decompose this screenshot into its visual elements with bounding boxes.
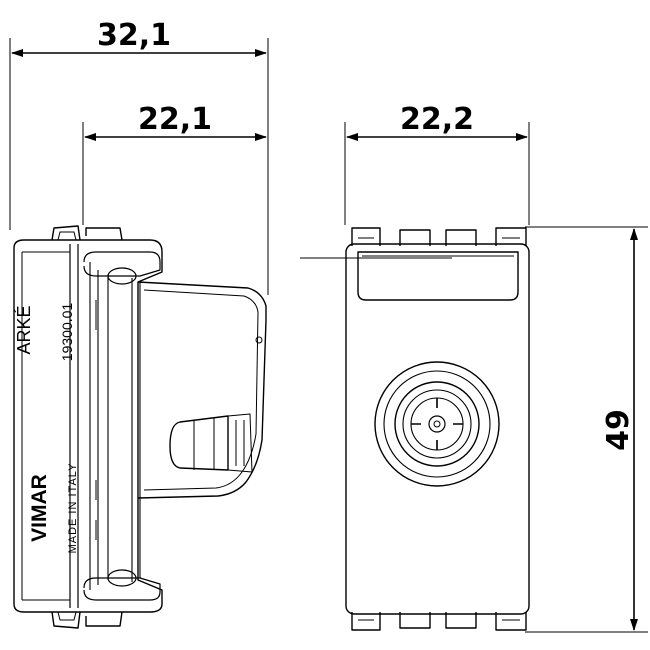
side-body-inner xyxy=(69,244,79,608)
coax-slots xyxy=(411,398,463,450)
side-front-face xyxy=(21,251,70,601)
brand-logo: VIMAR xyxy=(28,474,51,542)
dimension-overall-depth: 32,1 xyxy=(9,18,269,295)
overall-depth-label: 32,1 xyxy=(97,18,171,53)
series-logo: ARKÉ xyxy=(14,305,34,354)
product-code: 19300.01 xyxy=(59,303,75,362)
height-label: 49 xyxy=(601,409,636,451)
side-top-clip-2 xyxy=(57,231,77,241)
side-frame-knob-bottom xyxy=(107,569,137,587)
side-frame-bottom xyxy=(83,577,161,601)
side-connector-detail xyxy=(193,413,253,473)
front-plate xyxy=(345,243,530,615)
side-rear-housing-inner xyxy=(143,289,259,491)
side-rear-housing xyxy=(137,281,267,499)
side-bottom-clip-2 xyxy=(57,611,77,621)
width-label: 22,2 xyxy=(400,102,474,137)
side-rear-screw xyxy=(255,336,263,344)
coax-pin xyxy=(433,420,441,428)
front-view xyxy=(300,227,530,631)
origin-label: MADE IN ITALY xyxy=(67,463,79,554)
front-label-window xyxy=(357,251,519,301)
side-bottom-clip xyxy=(51,611,123,629)
coax-ring-2 xyxy=(383,370,491,478)
side-body-outline xyxy=(13,239,163,613)
body-depth-label: 22,1 xyxy=(138,102,212,137)
dimension-body-depth: 22,1 xyxy=(82,102,267,225)
coax-outer-ring xyxy=(374,361,500,487)
coax-ring-4 xyxy=(402,389,472,459)
coax-pin-ring xyxy=(428,415,446,433)
side-view xyxy=(13,225,267,629)
side-top-clip xyxy=(51,225,123,241)
front-top-tabs xyxy=(351,227,527,246)
side-frame-knob-top xyxy=(107,267,137,285)
side-connector xyxy=(169,415,229,471)
coax-ring-3 xyxy=(394,381,480,467)
side-frame-band xyxy=(89,262,141,590)
dimension-height: 49 xyxy=(525,226,648,633)
front-bottom-tabs xyxy=(351,612,527,631)
side-frame-top xyxy=(83,251,161,277)
dimension-width: 22,2 xyxy=(344,102,530,225)
